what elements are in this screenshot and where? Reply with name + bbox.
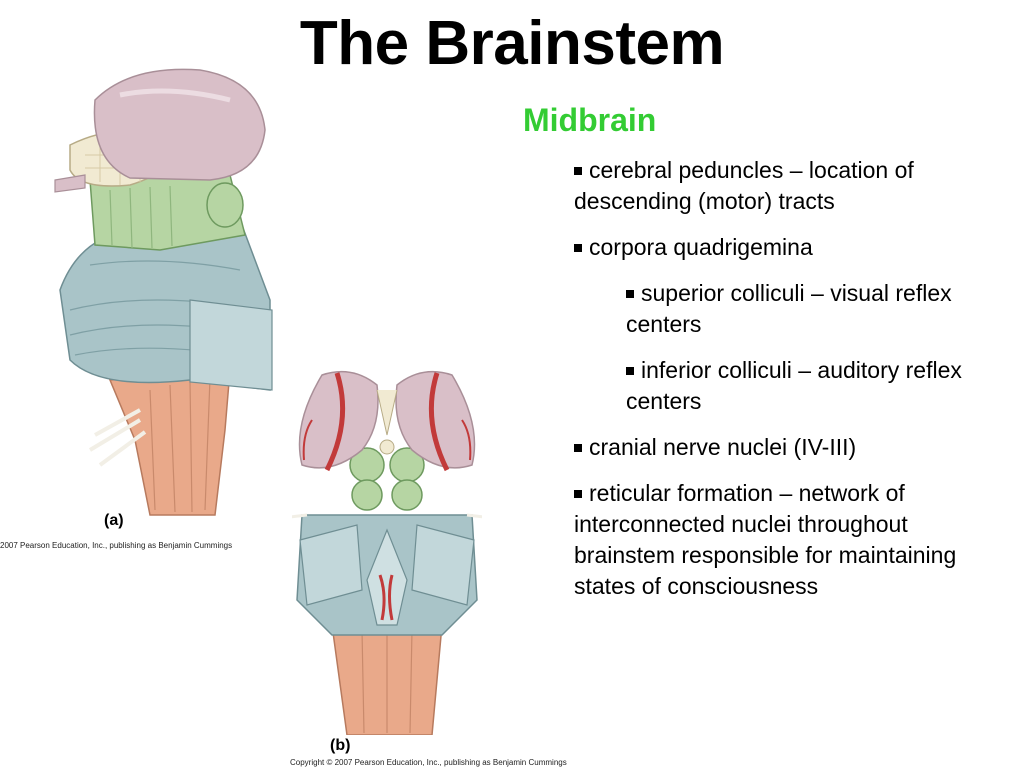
figure-b-copyright: Copyright © 2007 Pearson Education, Inc.… (290, 758, 567, 767)
bullet-text: inferior colliculi – auditory reflex cen… (626, 357, 962, 414)
bullet-text: reticular formation – network of interco… (574, 480, 957, 599)
bullet-text: superior colliculi – visual reflex cente… (626, 280, 952, 337)
bullet-text: corpora quadrigemina (589, 234, 813, 260)
square-bullet-icon (574, 490, 582, 498)
square-bullet-icon (574, 167, 582, 175)
sub-bullet-item: superior colliculi – visual reflex cente… (626, 278, 1016, 340)
section-heading: Midbrain (523, 102, 657, 138)
bullet-text: cerebral peduncles – location of descend… (574, 157, 914, 214)
slide-title: The Brainstem (299, 9, 725, 78)
sub-bullet-item: inferior colliculi – auditory reflex cen… (626, 355, 1016, 417)
bullet-text: cranial nerve nuclei (IV-III) (589, 434, 857, 460)
figure-a-copyright: 2007 Pearson Education, Inc., publishing… (0, 541, 233, 550)
brainstem-dorsal-illustration (292, 370, 482, 735)
square-bullet-icon (574, 444, 582, 452)
bullet-list: cerebral peduncles – location of descend… (574, 155, 1014, 617)
square-bullet-icon (574, 244, 582, 252)
bullet-item: corpora quadrigemina (574, 232, 1014, 263)
figure-b-label: (b) (330, 737, 351, 754)
square-bullet-icon (626, 290, 634, 298)
bullet-item: cerebral peduncles – location of descend… (574, 155, 1014, 217)
square-bullet-icon (626, 367, 634, 375)
brainstem-lateral-illustration (54, 68, 273, 516)
bullet-item: reticular formation – network of interco… (574, 478, 1014, 602)
bullet-item: cranial nerve nuclei (IV-III) (574, 432, 1014, 463)
figure-a-label: (a) (104, 512, 124, 529)
